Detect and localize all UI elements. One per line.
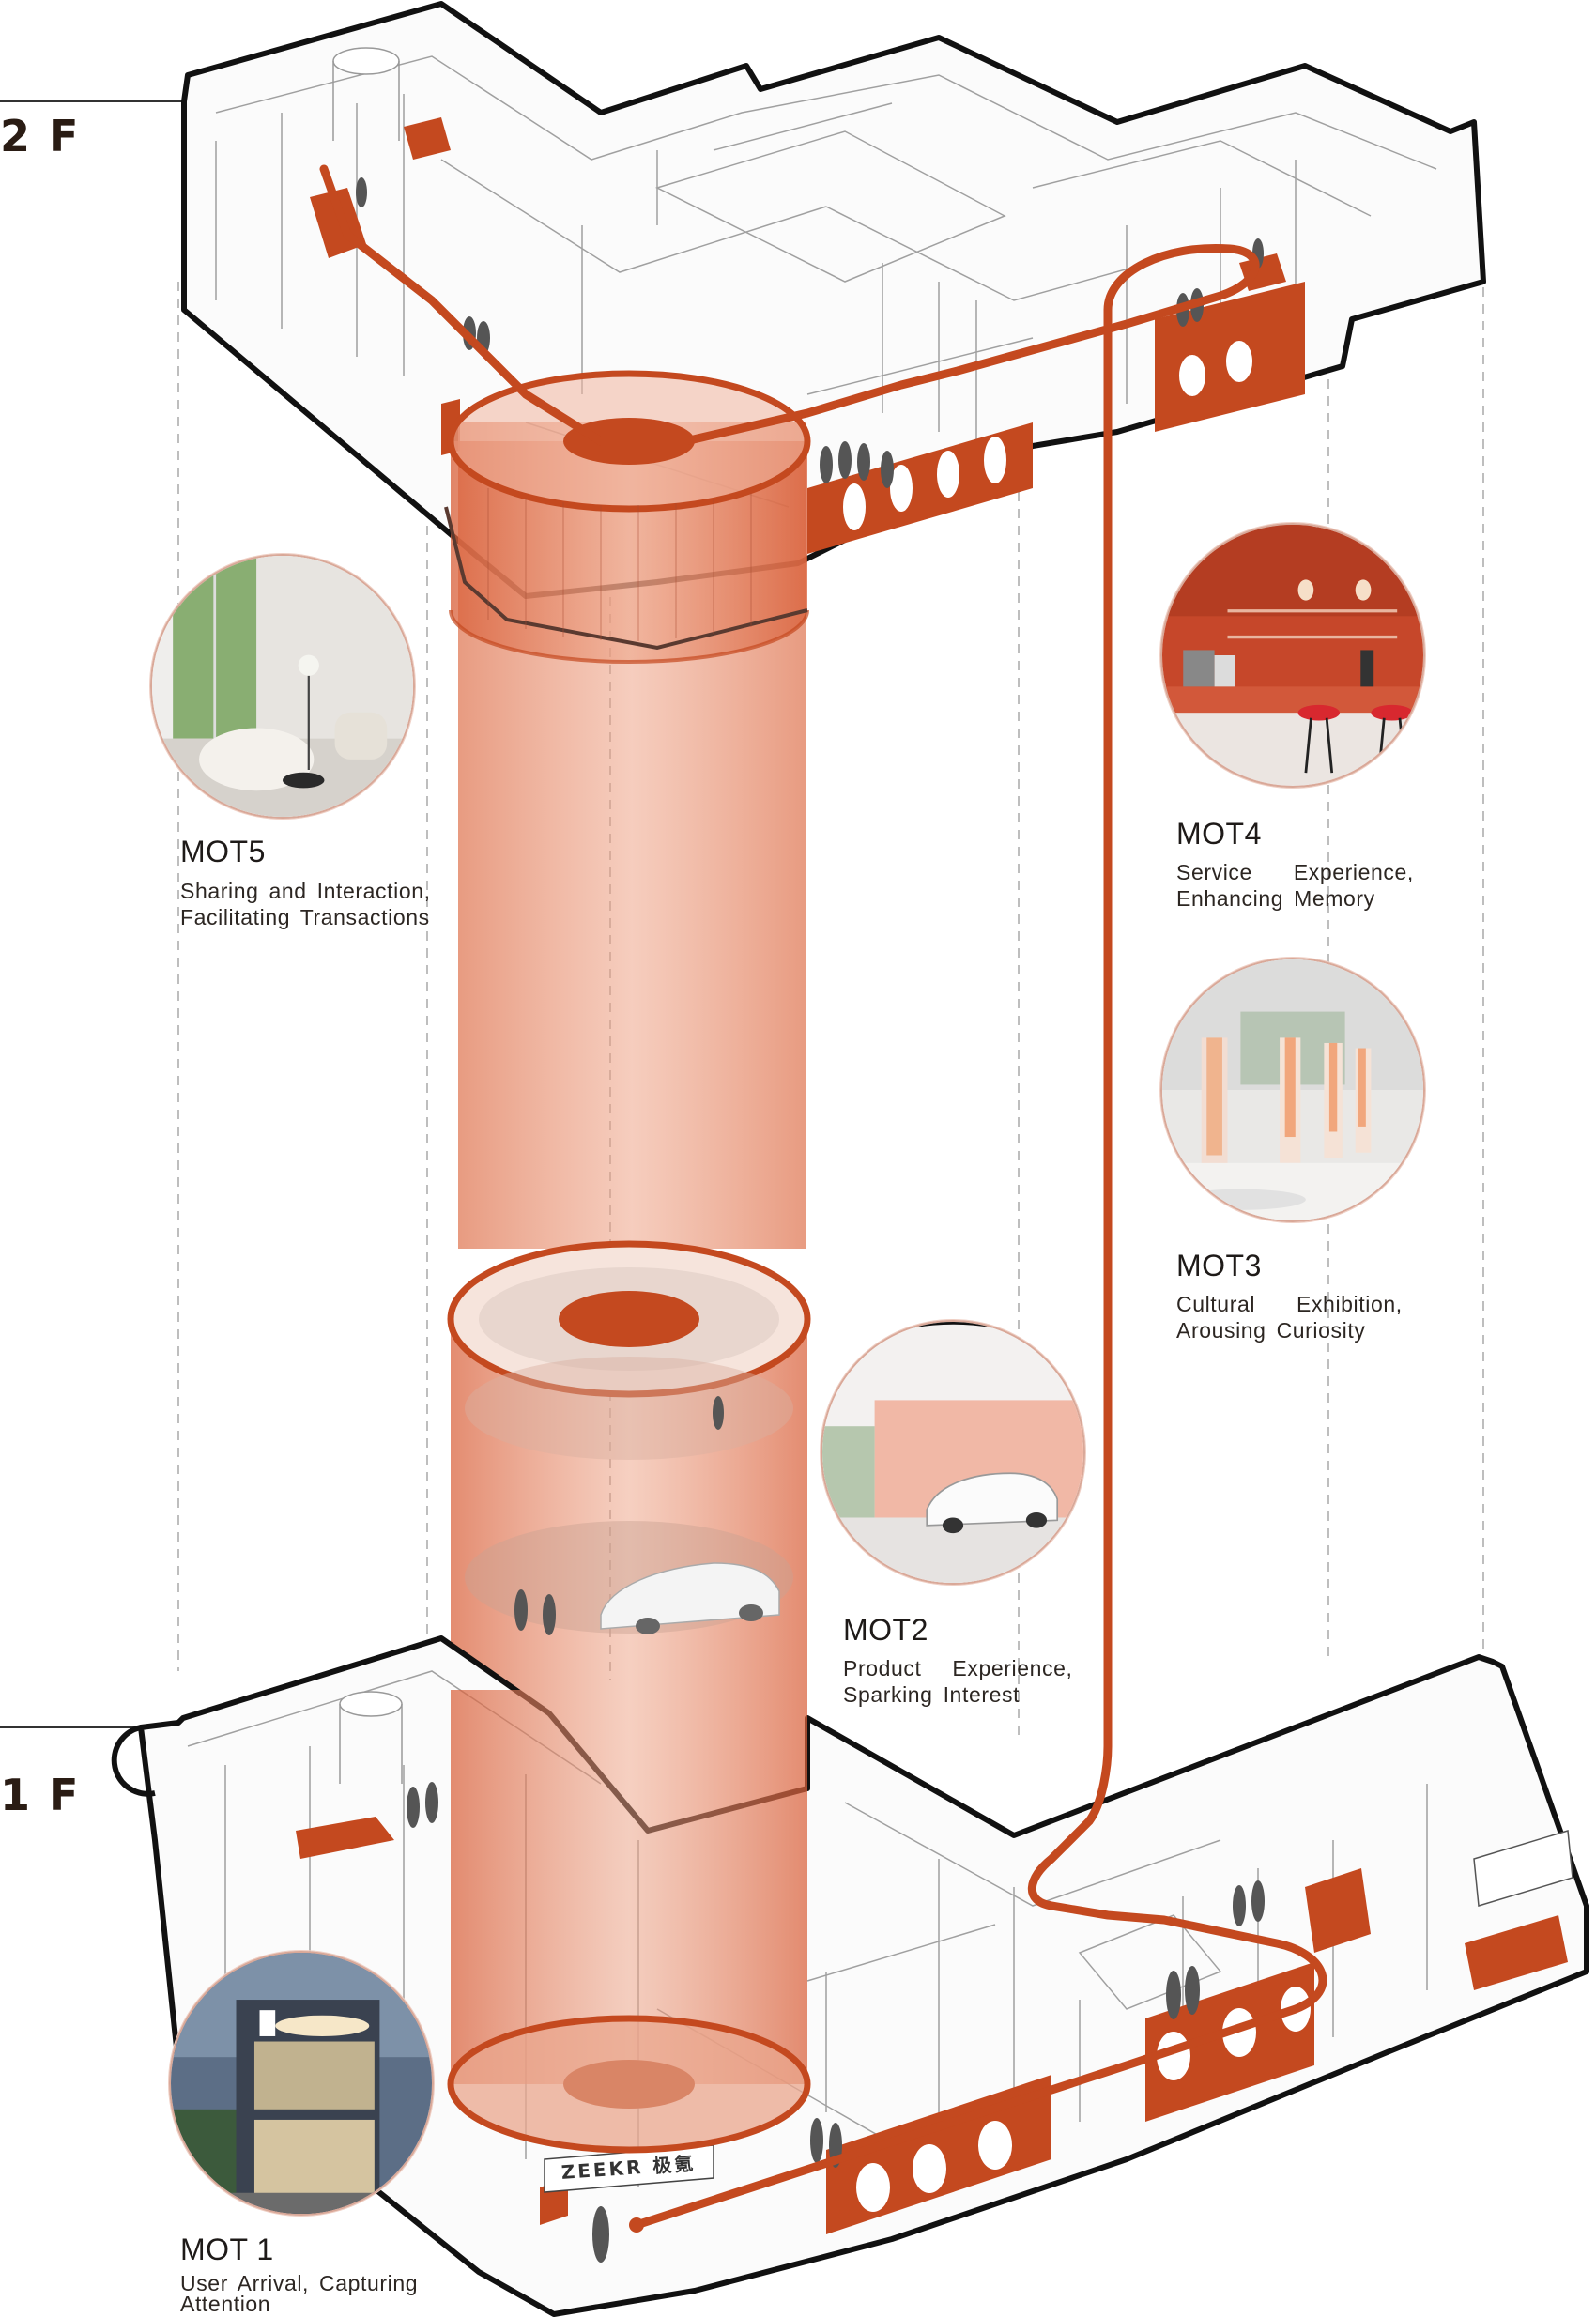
mot1-photo-storefront: [169, 1951, 434, 2216]
mot2-description-line2: Sparking Interest: [843, 1682, 1021, 1707]
floor-1-cylinder-base: [447, 1690, 811, 2154]
mot1-description-line1: User Arrival, Capturing: [180, 2271, 419, 2295]
mot5-description-line2: Facilitating Transactions: [180, 905, 430, 929]
exhibition-cylinder: [447, 1240, 811, 1690]
mot3-description-line1: Cultural Exhibition,: [1176, 1292, 1403, 1316]
mot3-description-line2: Arousing Curiosity: [1176, 1318, 1366, 1343]
mot4-description-line2: Enhancing Memory: [1176, 886, 1375, 911]
floor-2-plan: [181, 1, 1486, 599]
customer-journey-route: [319, 164, 1327, 2230]
mot5-photo-lounge: [150, 554, 415, 819]
mot4-title: MOT4: [1176, 817, 1262, 851]
mot4-photo-cafe: [1160, 523, 1425, 788]
mot3-title: MOT3: [1176, 1249, 1262, 1282]
floor-2-cylinder: [444, 370, 811, 664]
mot1-title: MOT 1: [180, 2233, 274, 2266]
mot5-description-line1: Sharing and Interaction,: [180, 879, 431, 903]
floor-label-2f: 2 F: [0, 111, 81, 161]
mot2-description-line1: Product Experience,: [843, 1656, 1073, 1680]
mot4-description-line1: Service Experience,: [1176, 860, 1414, 884]
mot2-title: MOT2: [843, 1613, 928, 1647]
floor-label-1f: 1 F: [0, 1770, 81, 1820]
route-start-dot: [629, 2217, 644, 2233]
mot2-photo-showroom: [821, 1320, 1085, 1585]
mot3-photo-exhibition: [1160, 958, 1425, 1222]
mot1-description-line2: Attention: [180, 2292, 271, 2316]
mot5-title: MOT5: [180, 835, 266, 868]
